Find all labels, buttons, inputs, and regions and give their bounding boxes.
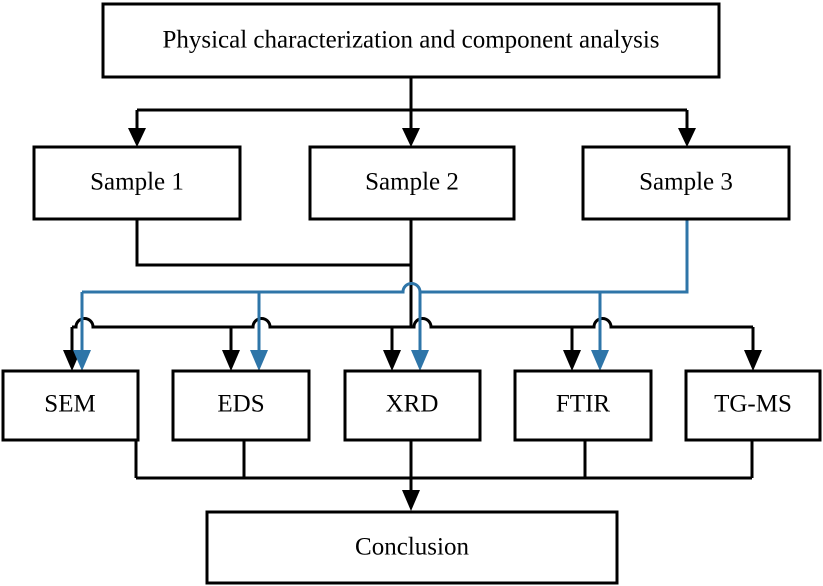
- node-root-label: Physical characterization and component …: [162, 27, 659, 54]
- node-sample1-box[interactable]: [32, 145, 242, 221]
- arrowhead-ftir-blue: [591, 350, 609, 371]
- node-tgms-label: TG-MS: [714, 391, 792, 418]
- node-eds-box[interactable]: [171, 369, 311, 442]
- edge-black-method-bus: [72, 317, 753, 329]
- node-sample2-label: Sample 2: [365, 169, 459, 196]
- arrowhead-xrd-blue: [411, 350, 429, 371]
- arrowhead-conclusion: [402, 490, 420, 511]
- node-tgms[interactable]: TG-MS: [684, 369, 822, 442]
- node-root-box[interactable]: [101, 2, 721, 79]
- node-xrd-label: XRD: [386, 391, 439, 418]
- node-sample3-label: Sample 3: [639, 169, 733, 196]
- node-ftir[interactable]: FTIR: [513, 369, 653, 442]
- arrowhead-tgms-black: [744, 350, 762, 371]
- node-conclusion-box[interactable]: [205, 510, 619, 585]
- edge-sample1-merge: [135, 219, 411, 267]
- node-eds-label: EDS: [217, 391, 264, 418]
- node-sample2[interactable]: Sample 2: [308, 145, 516, 221]
- arrowhead-sample3: [678, 128, 696, 147]
- arrowhead-sample2: [402, 128, 420, 147]
- node-conclusion[interactable]: Conclusion: [205, 510, 619, 585]
- arrowhead-sem-blue: [73, 350, 91, 371]
- arrowhead-eds-blue: [250, 350, 268, 371]
- node-sample1-label: Sample 1: [90, 169, 184, 196]
- node-sample3-box[interactable]: [581, 145, 791, 221]
- edge-blue-method-bus: [82, 219, 689, 294]
- node-root[interactable]: Physical characterization and component …: [101, 2, 721, 79]
- node-sem[interactable]: SEM: [1, 369, 140, 442]
- node-tgms-box[interactable]: [684, 369, 822, 442]
- node-sem-label: SEM: [44, 391, 95, 418]
- node-xrd-box[interactable]: [343, 369, 482, 442]
- node-eds[interactable]: EDS: [171, 369, 311, 442]
- arrowhead-sample1: [128, 128, 146, 147]
- node-sample2-box[interactable]: [308, 145, 516, 221]
- edge-group-sample3-to-methods: [73, 219, 689, 371]
- node-ftir-label: FTIR: [556, 391, 611, 418]
- arrowhead-ftir-black: [563, 350, 581, 371]
- arrowhead-xrd-black: [383, 350, 401, 371]
- node-xrd[interactable]: XRD: [343, 369, 482, 442]
- node-ftir-box[interactable]: [513, 369, 653, 442]
- node-sample3[interactable]: Sample 3: [581, 145, 791, 221]
- edge-group-root-to-samples: [128, 77, 696, 147]
- arrowhead-eds-black: [222, 350, 240, 371]
- edge-group-samples12-to-methods: [63, 219, 762, 371]
- node-sem-box[interactable]: [1, 369, 140, 442]
- edge-group-methods-to-conclusion: [134, 440, 754, 511]
- node-sample1[interactable]: Sample 1: [32, 145, 242, 221]
- node-conclusion-label: Conclusion: [355, 534, 469, 561]
